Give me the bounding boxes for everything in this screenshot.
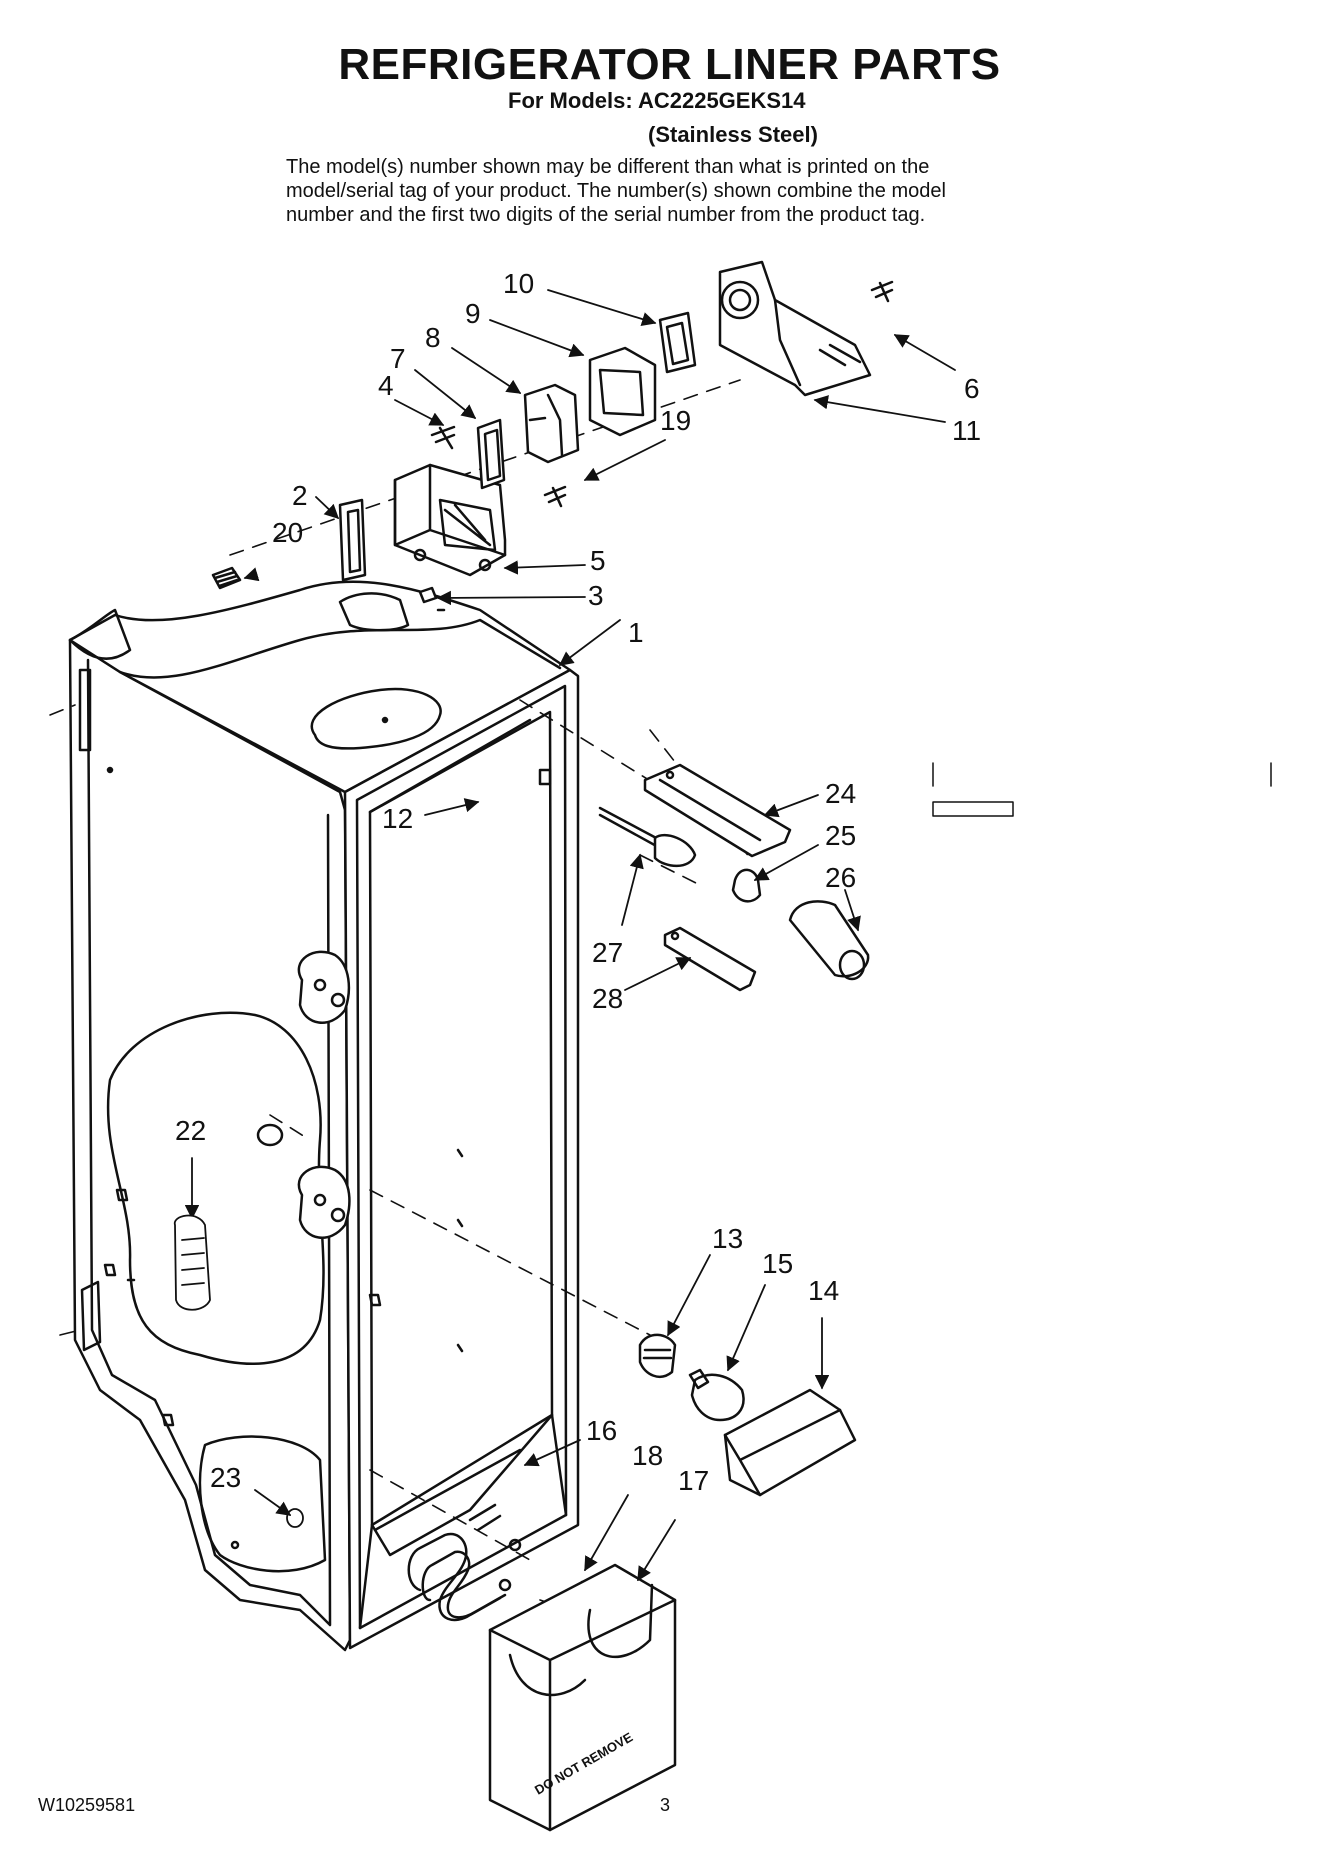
callout-24: 24 <box>825 778 856 809</box>
callout-12: 12 <box>382 803 413 834</box>
disclaimer-line: The model(s) number shown may be differe… <box>286 156 930 178</box>
callout-27: 27 <box>592 937 623 968</box>
disclaimer-line: model/serial tag of your product. The nu… <box>286 180 946 202</box>
callout-9: 9 <box>465 298 481 329</box>
page-title: REFRIGERATOR LINER PARTS <box>338 40 1001 89</box>
page-number: 3 <box>660 1795 671 1815</box>
callout-14: 14 <box>808 1275 839 1306</box>
callout-28: 28 <box>592 983 623 1014</box>
lamp-parts <box>638 1333 857 1497</box>
callout-3: 3 <box>588 580 604 611</box>
model-finish: (Stainless Steel) <box>648 122 818 147</box>
callout-26: 26 <box>825 862 856 893</box>
callout-8: 8 <box>425 322 441 353</box>
callout-10: 10 <box>503 268 534 299</box>
callout-17: 17 <box>678 1465 709 1496</box>
callout-7: 7 <box>390 343 406 374</box>
callout-6: 6 <box>964 373 980 404</box>
callout-5: 5 <box>590 545 606 576</box>
callout-23: 23 <box>210 1462 241 1493</box>
leader-arrows <box>174 289 956 1582</box>
callout-11: 11 <box>952 415 981 446</box>
disclaimer: The model(s) number shown may be differe… <box>286 155 1086 227</box>
document-id: W10259581 <box>38 1795 136 1815</box>
liner-body <box>68 580 580 1652</box>
stray-marks <box>932 762 1272 817</box>
callout-4: 4 <box>378 370 394 401</box>
callout-22: 22 <box>175 1115 206 1146</box>
callout-13: 13 <box>712 1223 743 1254</box>
model-number: For Models: AC2225GEKS14 <box>508 88 806 113</box>
callout-15: 15 <box>762 1248 793 1279</box>
control-housing <box>211 260 894 604</box>
bottom-parts <box>407 1503 677 1832</box>
callout-1: 1 <box>628 617 644 648</box>
callout-16: 16 <box>586 1415 617 1446</box>
callout-20: 20 <box>272 517 303 548</box>
callout-19: 19 <box>660 405 691 436</box>
callout-2: 2 <box>292 480 308 511</box>
disclaimer-line: number and the first two digits of the s… <box>286 204 926 226</box>
callout-25: 25 <box>825 820 856 851</box>
water-parts <box>598 763 870 992</box>
callout-18: 18 <box>632 1440 663 1471</box>
